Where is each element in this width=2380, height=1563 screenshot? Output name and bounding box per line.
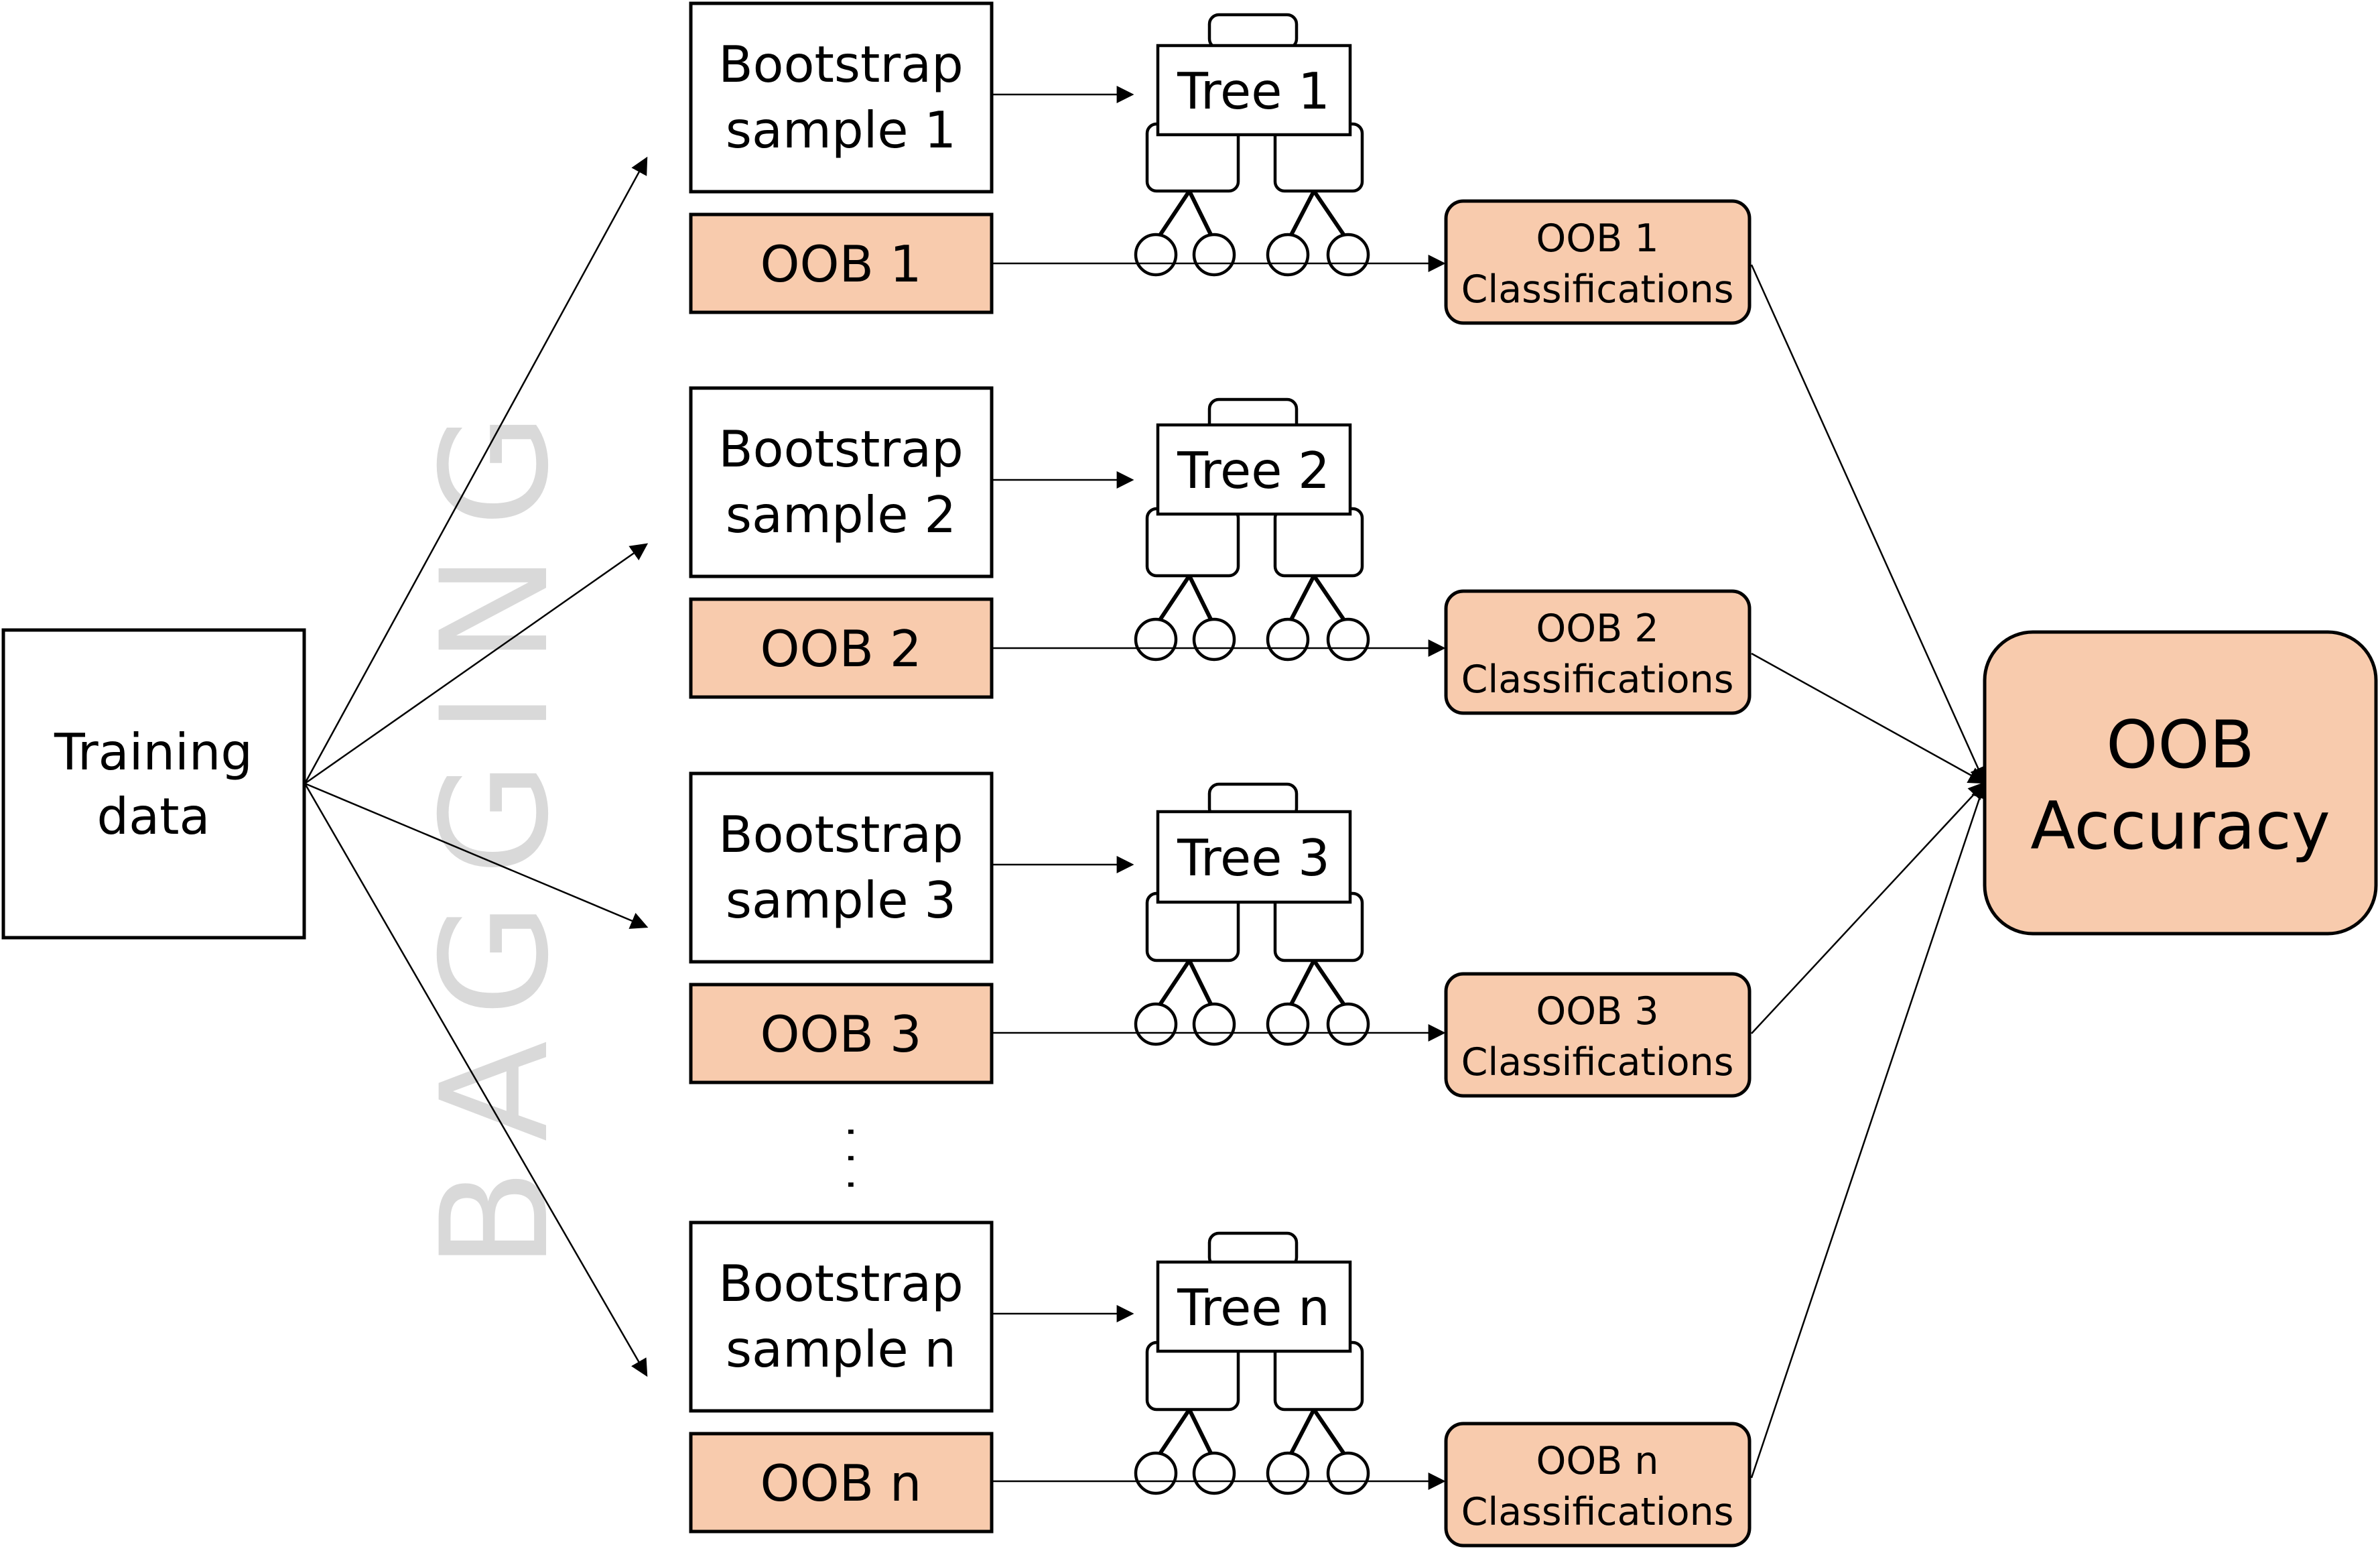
oob-box: OOB 1 <box>689 212 994 314</box>
training-data-label-line2: data <box>97 787 210 846</box>
oob-label: OOB 2 <box>760 619 921 678</box>
bootstrap-label-line1: Bootstrap <box>718 1254 964 1313</box>
bootstrap-label-line2: sample 1 <box>726 101 956 160</box>
decision-tree-icon: Tree 2 <box>1134 397 1370 662</box>
classifications-label-line2: Classifications <box>1461 658 1734 702</box>
ellipsis: · · · <box>826 1125 875 1192</box>
classification-to-accuracy-arrow <box>1750 781 1988 1479</box>
bootstrap-sample-box: Bootstrap sample 3 <box>689 771 994 964</box>
classifications-label-line2: Classifications <box>1461 1040 1734 1084</box>
bagging-arrow-1 <box>304 156 648 784</box>
classifications-label-line1: OOB 2 <box>1536 607 1658 651</box>
row-1: Bootstrap sample 1 OOB 1 Tree 1 OOB 1 Cl… <box>689 1 1987 785</box>
bootstrap-label-line2: sample 3 <box>726 871 956 930</box>
classifications-label-line2: Classifications <box>1461 267 1734 312</box>
bootstrap-label-line1: Bootstrap <box>718 420 964 479</box>
bagging-arrow-n <box>304 783 648 1377</box>
row-3: Bootstrap sample 3 OOB 3 Tree 3 OOB 3 Cl… <box>689 771 1986 1098</box>
tree-label: Tree n <box>1177 1278 1330 1337</box>
decision-tree-icon: Tree 1 <box>1134 13 1370 277</box>
bootstrap-label-line1: Bootstrap <box>718 35 964 94</box>
oob-classifications-box: OOB 1 Classifications <box>1444 199 1751 325</box>
tree-label: Tree 1 <box>1177 62 1330 121</box>
tree-label: Tree 3 <box>1177 828 1330 887</box>
bootstrap-label-line2: sample 2 <box>726 485 956 544</box>
oob-box: OOB n <box>689 1432 994 1534</box>
oob-label: OOB n <box>761 1454 922 1513</box>
oob-accuracy-node: OOB Accuracy <box>1983 630 2378 936</box>
classifications-label-line1: OOB n <box>1536 1439 1658 1483</box>
bootstrap-label-line2: sample n <box>726 1320 956 1379</box>
oob-accuracy-label-line1: OOB <box>2106 707 2255 784</box>
row-2: Bootstrap sample 2 OOB 2 Tree 2 OOB 2 Cl… <box>689 386 1987 784</box>
decision-tree-icon: Tree n <box>1134 1231 1370 1495</box>
decision-tree-icon: Tree 3 <box>1134 782 1370 1046</box>
classification-to-accuracy-arrow <box>1751 652 1987 784</box>
classifications-label-line2: Classifications <box>1461 1490 1734 1534</box>
oob-box: OOB 2 <box>689 597 994 699</box>
classifications-label-line1: OOB 1 <box>1536 216 1658 261</box>
classifications-label-line1: OOB 3 <box>1536 989 1658 1034</box>
bootstrap-sample-box: Bootstrap sample n <box>689 1221 994 1413</box>
bagging-watermark: BAGGING <box>409 386 581 1269</box>
oob-classifications-box: OOB 2 Classifications <box>1444 589 1751 715</box>
oob-label: OOB 1 <box>760 235 921 294</box>
classification-to-accuracy-arrow <box>1750 264 1987 785</box>
bootstrap-sample-box: Bootstrap sample 1 <box>689 1 994 194</box>
oob-label: OOB 3 <box>760 1005 921 1064</box>
row-n: Bootstrap sample n OOB n Tree n OOB n Cl… <box>689 781 1988 1548</box>
classification-to-accuracy-arrow <box>1751 782 1986 1034</box>
tree-label: Tree 2 <box>1177 441 1330 500</box>
oob-box: OOB 3 <box>689 983 994 1084</box>
oob-accuracy-label-line2: Accuracy <box>2030 788 2330 865</box>
bagging-arrows <box>304 156 649 1377</box>
bootstrap-label-line1: Bootstrap <box>718 805 964 864</box>
oob-classifications-box: OOB 3 Classifications <box>1444 972 1751 1098</box>
bagging-arrow-2 <box>304 543 649 785</box>
bootstrap-sample-box: Bootstrap sample 2 <box>689 386 994 578</box>
bagging-arrow-3 <box>304 782 649 929</box>
training-data-node: Training data <box>1 628 306 940</box>
oob-classifications-box: OOB n Classifications <box>1444 1422 1751 1548</box>
training-data-label-line1: Training <box>54 723 253 782</box>
